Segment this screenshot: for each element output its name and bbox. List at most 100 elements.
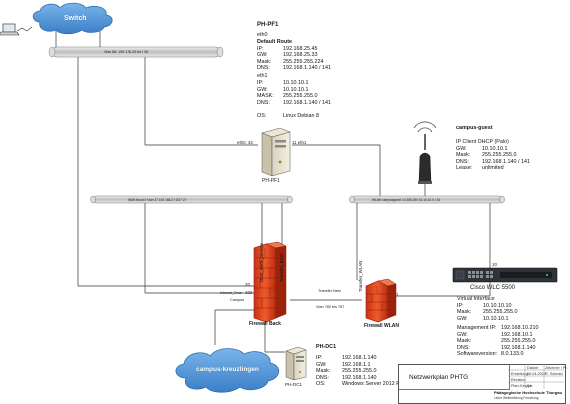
ph-pf1-eth0-value: 192.168.1.140 / 141 <box>283 65 331 72</box>
ph-pf1-eth1-value: 255.255.255.0 <box>283 93 318 100</box>
connection-lines <box>55 30 491 353</box>
firewall-back-port-b: 102 <box>245 290 253 295</box>
transfer-wlan-label: Transfer_WLAN <box>358 260 363 292</box>
title-block-org: Pädagogische Hochschule Thurgau <box>494 390 563 395</box>
virtual-interface-row: Mask:255.255.255.0 <box>457 309 517 316</box>
title-block-org-sub: Lehre Weiterbildung Forschung <box>494 396 539 400</box>
ph-pf1-eth0-row: IP:192.168.25.45 <box>257 46 317 53</box>
ph-pf1-eth0-value: 255.255.255.224 <box>283 58 324 65</box>
ph-dc1-key: OS: <box>316 381 326 388</box>
ph-pf1-eth0-value: 192.168.25.45 <box>283 45 318 52</box>
campus-guest-value: 255.255.255.0 <box>482 152 517 159</box>
firewall-wlan-port: 1 <box>396 292 399 297</box>
management-row: GW:192.168.10.1 <box>457 332 532 339</box>
vlan-range-label: Vlan 780 bis 787 <box>316 305 345 309</box>
campus-guest-key: Mask: <box>456 152 471 159</box>
vlan86-bar-label: Vlan 86: 195.176.29.64 / 26 <box>104 49 149 54</box>
virtual-interface-key: GW: <box>457 315 468 322</box>
ph-dc1-title: PH-DC1 <box>316 344 337 350</box>
title-block-row1-c: R. Schmid <box>545 372 563 376</box>
cisco-port-label: 10 <box>492 262 497 267</box>
campus-guest-value: unlimited <box>482 165 504 172</box>
ph-pf1-server-icon <box>261 127 291 177</box>
ph-pf1-port-eth1: 11 eth1 <box>292 140 307 145</box>
ph-pf1-title: PH-PF1 <box>257 22 279 28</box>
ph-pf1-eth0-key: GW: <box>257 52 268 59</box>
ph-pf1-eth1-header: eth1 <box>257 73 268 79</box>
cisco-label: Cisco WLC 5500 <box>470 285 516 291</box>
management-value: 192.168.10.1 <box>501 331 533 338</box>
laptop-link <box>16 26 33 32</box>
firewall-wlan-label: Firewall WLAN <box>364 323 400 329</box>
management-key: Management IP: <box>457 325 497 331</box>
ph-pf1-eth1-value: 10.10.10.1 <box>283 80 309 86</box>
campus-guest-value: 10.10.10.1 <box>482 145 508 152</box>
ph-pf1-os-value: Linux Debian 8 <box>283 113 319 119</box>
ph-pf1-port-eth0: eth0. 42 <box>237 140 253 145</box>
ph-pf1-eth1-key: IP: <box>257 80 264 86</box>
management-value: 255.255.255.0 <box>501 338 536 345</box>
ph-dc1-value: 192.168.1.1 <box>342 361 371 368</box>
campus-guest-row: GW:10.10.10.1 <box>456 146 507 153</box>
campus-guest-line1: IP Client DHCP (Palo) <box>456 139 509 145</box>
title-block-row1-a: Erstellung <box>511 372 528 376</box>
access-point-icon <box>413 121 437 184</box>
title-block-row2-a: Revision <box>511 378 526 382</box>
campus-guest-key: Lease: <box>456 165 473 172</box>
title-block-main <box>399 365 510 390</box>
ph-dc1-row: GW:192.168.1.1 <box>316 362 370 369</box>
ph-dc1-row: Mask: 255.255.255.0 <box>316 368 376 375</box>
firewall-back-port-a: 20 <box>245 282 250 287</box>
wlan-bar-label: WLAN campusguest 10.255.250 10.10.10.0 /… <box>372 197 441 202</box>
ph-dc1-value: 255.255.255.0 <box>342 368 377 375</box>
ph-pf1-eth0-header: eth0 <box>257 32 268 38</box>
ph-pf1-eth1-key: GW: <box>257 86 268 93</box>
transfer-netz-label: Transfer Netz <box>318 289 341 293</box>
virtual-interface-key: IP: <box>457 302 464 309</box>
campus-kreuzlingen-label: campus-kreuzlingen <box>196 366 259 373</box>
ph-pf1-os-row: OS: Linux Debian 8 <box>257 113 319 120</box>
ph-dc1-row: IP: 192.168.1.140 <box>316 355 376 362</box>
virtual-interface-row: IP: 10.10.10.10 <box>457 303 511 310</box>
wlan-bar-right <box>349 195 505 204</box>
virtual-interface-row: GW: 10.10.10.1 <box>457 316 508 323</box>
virtual-interface-value: 10.10.10.10 <box>483 302 512 309</box>
management-key: Softwareversion: <box>457 351 498 358</box>
ph-pf1-os-key: OS: <box>257 113 267 119</box>
management-value: 192.168.1.140 <box>501 344 536 351</box>
laptop-icon <box>0 23 20 36</box>
management-row: Mask: 255.255.255.0 <box>457 338 535 345</box>
management-row: Softwareversion:8.0.133.0 <box>457 351 523 358</box>
ph-pf1-eth0-key: Mask: <box>257 58 272 65</box>
ph-dc1-server-icon <box>285 346 307 381</box>
ph-pf1-eth0-row: DNS:192.168.1.140 / 141 <box>257 65 331 72</box>
campus-guest-row: Mask: 255.255.255.0 <box>456 152 516 159</box>
ph-pf1-eth0-row: Mask: 255.255.255.224 <box>257 59 323 66</box>
campus-kreuzlingen-cloud <box>175 348 280 393</box>
firewall-back-dmz-label: DMZ_Back_Dienste <box>259 242 264 282</box>
ph-pf1-eth1-value: 10.10.10.1 <box>283 86 309 93</box>
management-row: DNS: 192.168.1.140 <box>457 345 535 352</box>
switch-cloud <box>32 2 113 35</box>
management-row: Management IP:192.168.10.210 <box>457 325 538 332</box>
firewall-back-icon <box>253 241 287 323</box>
ph-dc1-key: IP: <box>316 355 323 361</box>
firewall-back-transfer-label: Transfer_Back <box>279 253 284 282</box>
ph-dc1-row: OS:Windows Server 2012 R2 <box>316 381 403 388</box>
management-key: DNS: <box>457 344 470 351</box>
management-key: Mask: <box>457 338 472 345</box>
ph-pf1-eth1-row: DNS:192.168.1.140 / 141 <box>257 100 331 107</box>
ph-dc1-value: 192.168.1.140 <box>342 355 377 361</box>
virtual-interface-key: Mask: <box>457 309 472 316</box>
ph-pf1-eth1-row: GW: 10.10.10.1 <box>257 87 308 94</box>
virtual-interface-value: 10.10.10.1 <box>483 315 509 322</box>
ph-pf1-eth1-key: DNS: <box>257 99 270 106</box>
wan-bar-left <box>90 195 293 204</box>
vlan86-bar <box>48 46 224 58</box>
title-block-hdr-name: Zeichner / Pr. <box>545 366 568 370</box>
firewall-back-campus-label: Campus <box>230 298 245 302</box>
ph-dc1-key: Mask: <box>316 368 331 375</box>
ph-pf1-eth0-row: GW:192.168.25.33 <box>257 52 317 59</box>
ph-dc1-row: DNS:192.168.1.140 <box>316 375 376 382</box>
